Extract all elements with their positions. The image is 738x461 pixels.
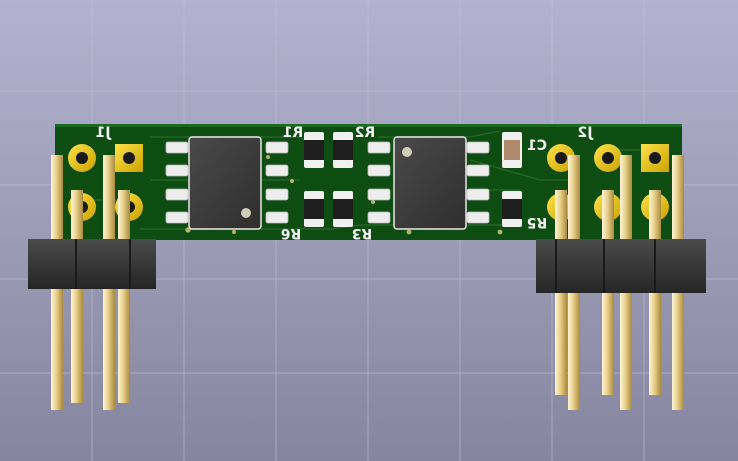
label-r6: R6 [281,225,302,241]
ic-u2-pins [367,141,490,224]
label-j1: J1 [96,125,112,141]
resistor-r1[interactable] [304,132,324,168]
resistor-r2[interactable] [333,132,353,168]
label-r1: R1 [283,125,304,141]
label-r5: R5 [527,214,548,230]
label-r3: R3 [352,225,373,241]
capacitor-c1[interactable] [502,132,522,168]
resistor-r5[interactable] [502,191,522,227]
j1-housing [28,239,156,289]
ic-u2[interactable] [367,136,490,230]
label-c1: C1 [527,138,547,154]
label-j2: J2 [578,125,594,141]
j2-housing [536,239,706,293]
pin-header-j2[interactable] [536,144,706,410]
resistor-r3[interactable] [333,191,353,227]
ic-u1-body [188,136,262,230]
pin-header-j1[interactable] [28,144,156,410]
ic-u1[interactable] [165,136,289,230]
silkscreen-labels: J1 R1 R2 J2 C1 R6 R3 R5 [96,125,594,241]
ic-u2-pin1-marker [402,147,412,157]
ic-u1-pins [165,141,289,224]
ic-u1-pin1-marker [241,208,251,218]
label-r2: R2 [355,125,376,141]
resistor-r6[interactable] [304,191,324,227]
ic-u2-body [393,136,467,230]
